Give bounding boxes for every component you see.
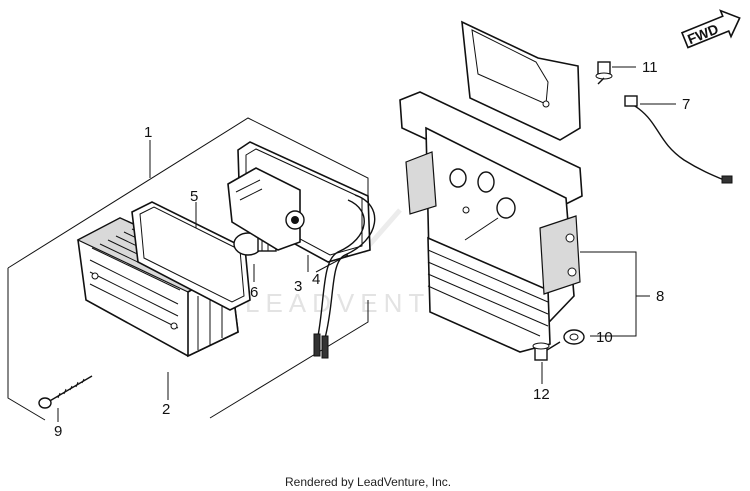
callout-11: 11 — [642, 59, 658, 76]
callout-2: 2 — [162, 401, 170, 418]
mounting-screw — [38, 375, 93, 409]
footer-credit: Rendered by LeadVenture, Inc. — [285, 475, 451, 489]
callout-3: 3 — [294, 278, 302, 295]
callout-1: 1 — [144, 124, 152, 141]
leader-lines — [57, 66, 676, 422]
wire-harness — [313, 194, 376, 359]
callout-6: 6 — [250, 284, 258, 301]
flange-bolt — [532, 341, 561, 361]
callout-4: 4 — [312, 271, 320, 288]
license-plate-bracket — [399, 20, 583, 353]
callout-8: 8 — [656, 288, 664, 305]
fwd-label: FWD — [685, 21, 721, 48]
fwd-arrow-icon: FWD — [680, 9, 741, 49]
assembly-group-frame-bottom — [7, 268, 46, 421]
callout-5: 5 — [190, 188, 198, 205]
bracket-bolt — [595, 61, 613, 85]
assembly-group-frame — [7, 117, 369, 269]
callout-7: 7 — [682, 96, 690, 113]
lens-gasket — [131, 201, 251, 311]
ground-wire — [624, 95, 733, 184]
callout-12: 12 — [533, 386, 550, 403]
washer — [563, 329, 585, 345]
tail-light-housing — [227, 141, 371, 263]
callout-9: 9 — [54, 423, 62, 440]
callout-10: 10 — [596, 329, 613, 346]
